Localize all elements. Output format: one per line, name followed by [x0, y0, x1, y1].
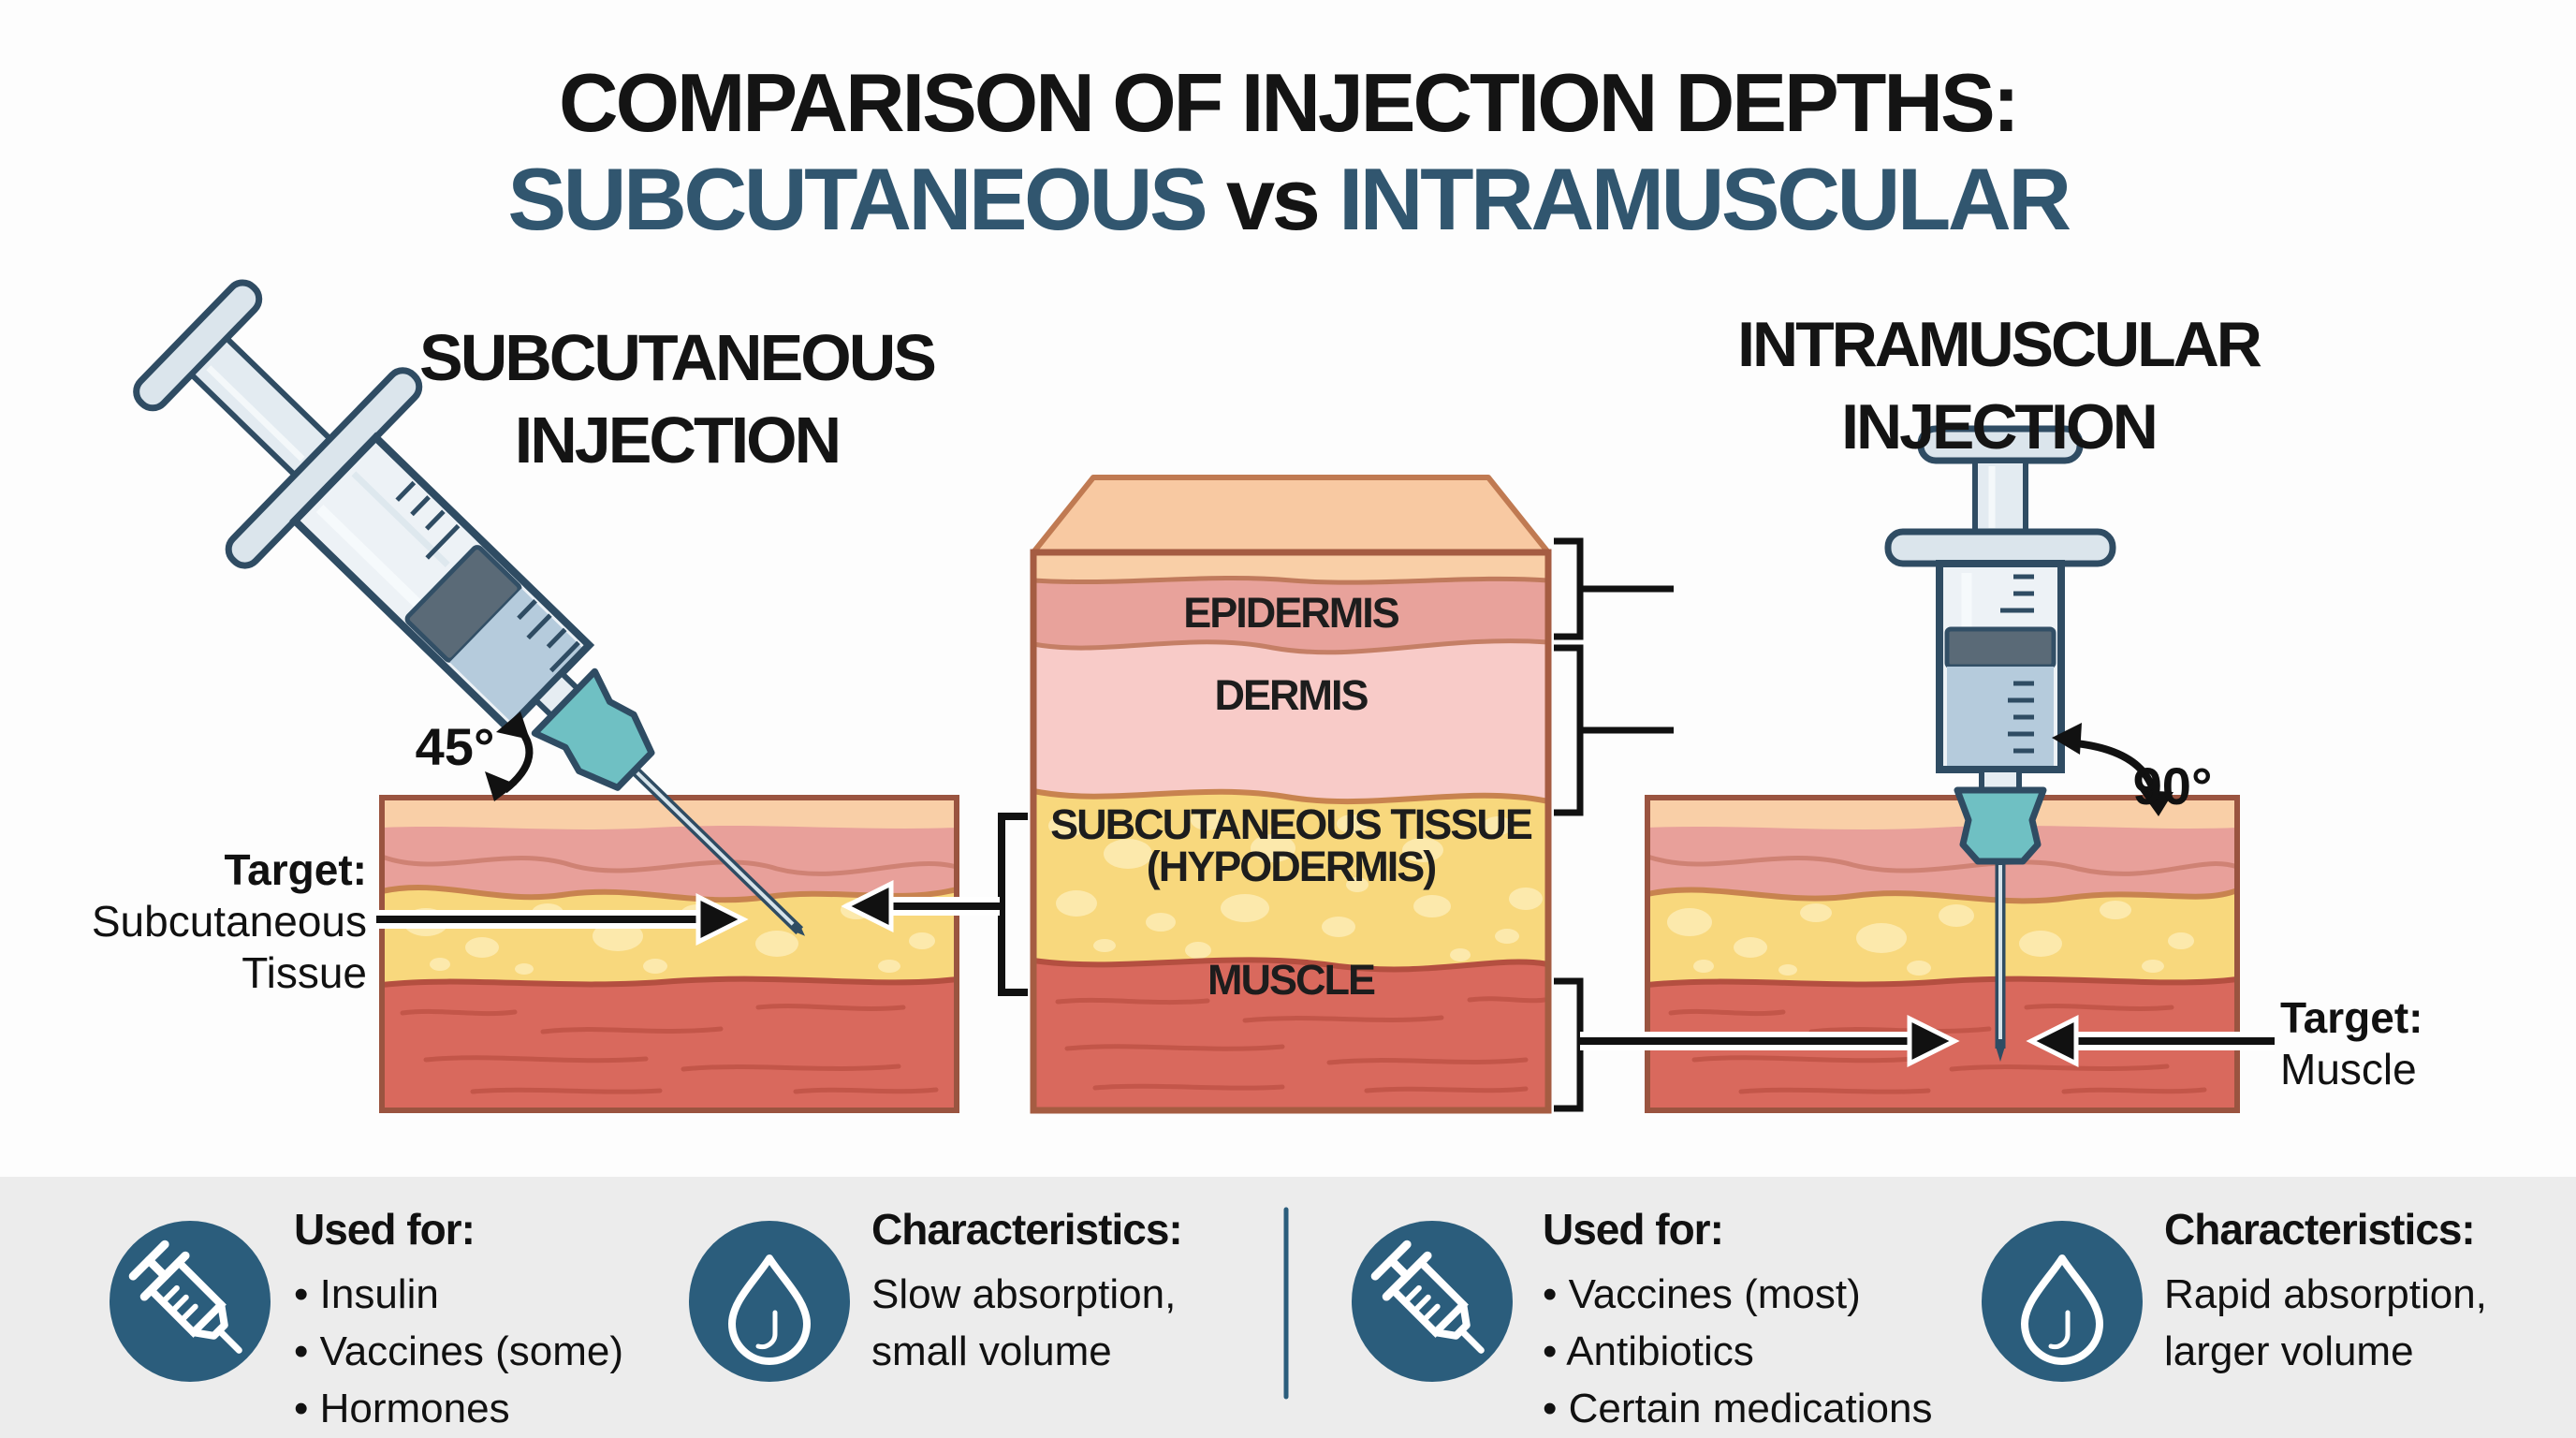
footer-im-used-for: Used for: • Vaccines (most) • Antibiotic…	[1543, 1206, 1983, 1437]
layer-label-epidermis: EPIDERMIS	[1183, 589, 1400, 637]
target-muscle-label: Target: Muscle	[2280, 993, 2423, 1093]
layer-label-subcutaneous: SUBCUTANEOUS TISSUE (HYPODERMIS)	[1050, 800, 1533, 890]
syringe-icon	[110, 1221, 271, 1382]
subcutaneous-section-header: SUBCUTANEOUS INJECTION	[419, 321, 937, 477]
droplet-icon	[689, 1221, 850, 1382]
dermis-bracket	[1554, 644, 1674, 816]
angle-45-arrow	[485, 712, 534, 801]
footer-subq-used-for: Used for: • Insulin • Vaccines (some) • …	[294, 1206, 734, 1437]
angle-label-45: 45°	[415, 717, 495, 776]
footer-subq-characteristics: Characteristics: Slow absorption, small …	[871, 1206, 1274, 1380]
target-subcutaneous-label: Target: Subcutaneous Tissue	[91, 845, 367, 997]
page-title-line2: SUBCUTANEOUS vs INTRAMUSCULAR	[0, 155, 2576, 243]
title-intramuscular: INTRAMUSCULAR	[1339, 150, 2071, 248]
subcutaneous-bracket	[841, 813, 1028, 996]
intramuscular-section-header: INTRAMUSCULAR INJECTION	[1737, 309, 2262, 462]
intramuscular-syringe	[1884, 425, 2116, 1062]
title-vs: vs	[1225, 150, 1321, 248]
footer-list: Rapid absorption, larger volume	[2164, 1271, 2487, 1374]
target-subcutaneous-arrow	[376, 892, 749, 946]
intramuscular-skin-block	[1645, 795, 2240, 1113]
angle-label-90: 90°	[2132, 756, 2213, 815]
footer-im-characteristics: Characteristics: Rapid absorption, large…	[2164, 1206, 2576, 1380]
muscle-bracket	[1554, 977, 1584, 1112]
angle-90-arrow	[2052, 723, 2174, 816]
layer-label-muscle: MUSCLE	[1208, 956, 1376, 1004]
page-title-line1: COMPARISON OF INJECTION DEPTHS:	[559, 56, 2020, 149]
muscle-pointer-arrow	[1580, 1014, 1960, 1068]
skin-layers-block	[1030, 475, 1552, 1114]
syringe-icon	[1352, 1221, 1513, 1382]
subcutaneous-syringe	[133, 279, 805, 936]
target-muscle-arrow	[2026, 1014, 2275, 1068]
layer-label-dermis: DERMIS	[1214, 671, 1368, 719]
title-subcutaneous: SUBCUTANEOUS	[507, 150, 1208, 248]
droplet-icon	[1982, 1221, 2143, 1382]
footer-list: • Insulin • Vaccines (some) • Hormones	[294, 1271, 624, 1431]
subcutaneous-skin-block	[379, 795, 959, 1113]
footer-list: • Vaccines (most) • Antibiotics • Certai…	[1543, 1271, 1933, 1431]
footer-list: Slow absorption, small volume	[871, 1271, 1177, 1374]
epidermis-bracket	[1554, 537, 1674, 640]
